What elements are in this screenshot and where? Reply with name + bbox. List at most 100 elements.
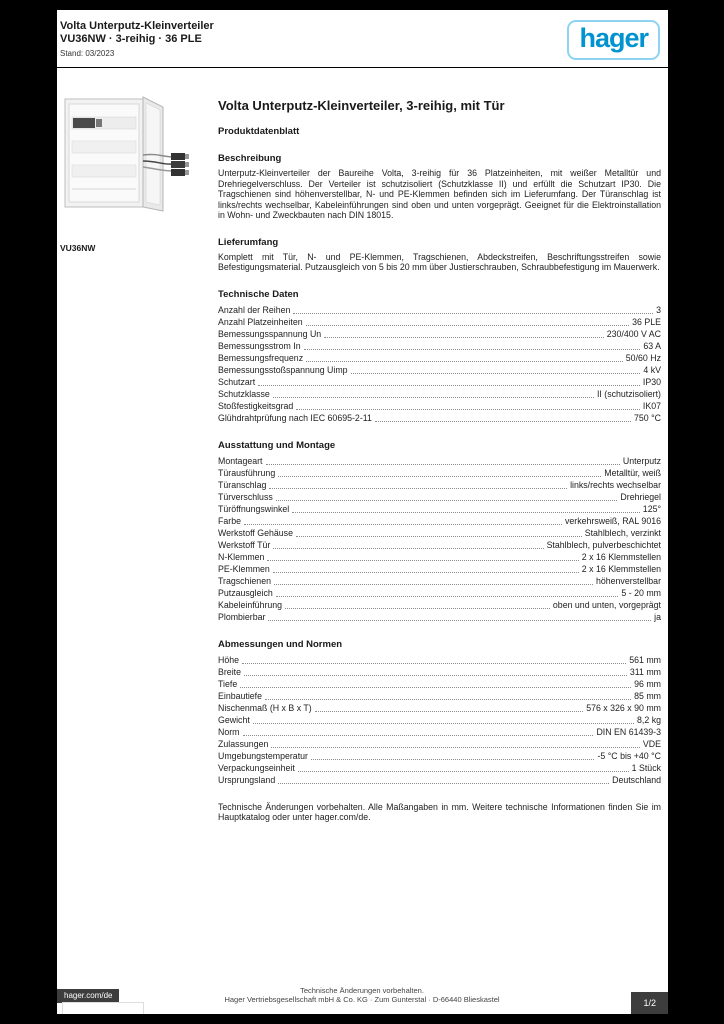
- datasheet-page: Volta Unterputz-Kleinverteiler VU36NW · …: [57, 10, 668, 1014]
- spec-label: Tragschienen: [218, 575, 271, 586]
- spec-label: Werkstoff Gehäuse: [218, 527, 293, 538]
- spec-value: Metalltür, weiß: [604, 467, 661, 478]
- spec-value: 2 x 16 Klemmstellen: [581, 563, 661, 574]
- dotted-leader: [269, 487, 568, 489]
- dotted-leader: [350, 372, 641, 374]
- spec-label: Bemessungsstrom In: [218, 340, 301, 351]
- dotted-leader: [296, 408, 640, 410]
- dotted-leader: [324, 336, 604, 338]
- dotted-leader: [278, 782, 610, 784]
- section-heading: Lieferumfang: [218, 236, 279, 248]
- spec-value: II (schutzisoliert): [596, 388, 661, 399]
- spec-row: Bemessungsstrom In 63 A: [218, 340, 661, 352]
- dotted-leader: [275, 595, 619, 597]
- spec-row: Breite 311 mm: [218, 666, 661, 678]
- dotted-leader: [258, 384, 640, 386]
- spec-value: 5 - 20 mm: [621, 587, 661, 598]
- product-photo: [59, 95, 192, 221]
- spec-label: Einbautiefe: [218, 690, 263, 701]
- spec-label: Bemessungsspannung Un: [218, 328, 322, 339]
- section-paragraph: Unterputz-Kleinverteiler der Baureihe Vo…: [218, 168, 661, 220]
- hager-logo-text: hager: [579, 23, 649, 53]
- section-heading: Beschreibung: [218, 153, 282, 164]
- dotted-leader: [243, 674, 627, 676]
- spec-label: N-Klemmen: [218, 551, 265, 562]
- section-heading: Abmessungen und Normen: [218, 638, 343, 650]
- dotted-leader: [285, 607, 550, 609]
- dotted-leader: [305, 324, 630, 326]
- spec-row: Bemessungsfrequenz 50/60 Hz: [218, 352, 661, 364]
- header-product-family: Volta Unterputz-Kleinverteiler: [60, 20, 214, 32]
- spec-label: Tiefe: [218, 678, 238, 689]
- spec-value: höhenverstellbar: [595, 575, 661, 586]
- spec-value: 36 PLE: [632, 316, 661, 327]
- spec-value: 1 Stück: [631, 762, 661, 773]
- spec-label: Montageart: [218, 455, 263, 466]
- enclosure-illustration: [64, 96, 189, 212]
- spec-label: Nischenmaß (H x B x T): [218, 702, 312, 713]
- page-subtitle: Produktdatenblatt: [218, 126, 300, 137]
- spec-value: VDE: [642, 738, 661, 749]
- section-heading: Technische Daten: [218, 288, 299, 300]
- spec-label: Stoßfestigkeitsgrad: [218, 400, 294, 411]
- dotted-leader: [303, 348, 641, 350]
- spec-label: Farbe: [218, 515, 241, 526]
- product-reference: VU36NW: [60, 243, 96, 253]
- spec-value: IK07: [642, 400, 661, 411]
- spec-value: Stahlblech, verzinkt: [584, 527, 661, 538]
- spec-value: 125°: [642, 503, 661, 514]
- dotted-leader: [268, 619, 652, 621]
- spec-value: ja: [654, 611, 661, 622]
- dotted-leader: [265, 698, 632, 700]
- spec-label: Türöffnungswinkel: [218, 503, 290, 514]
- dotted-leader: [242, 734, 594, 736]
- spec-label: Bemessungsfrequenz: [218, 352, 304, 363]
- spec-label: PE-Klemmen: [218, 563, 270, 574]
- page-number: 1/2: [631, 992, 668, 1014]
- page-title: Volta Unterputz-Kleinverteiler, 3-reihig…: [218, 98, 505, 113]
- dotted-leader: [272, 571, 579, 573]
- spec-label: Schutzart: [218, 376, 256, 387]
- dotted-leader: [297, 770, 629, 772]
- dotted-leader: [242, 662, 627, 664]
- spec-value: 4 kV: [643, 364, 661, 375]
- spec-label: Norm: [218, 726, 240, 737]
- spec-value: 63 A: [643, 340, 661, 351]
- spec-value: Drehriegel: [620, 491, 661, 502]
- header-product-reference: VU36NW · 3-reihig · 36 PLE: [60, 33, 202, 45]
- spec-label: Putzausgleich: [218, 587, 273, 598]
- dotted-leader: [292, 511, 640, 513]
- spec-row: PE-Klemmen 2 x 16 Klemmstellen: [218, 563, 661, 575]
- spec-value: 50/60 Hz: [625, 352, 661, 363]
- spec-label: Breite: [218, 666, 241, 677]
- spec-label: Ursprungsland: [218, 774, 276, 785]
- spec-label: Kabeleinführung: [218, 599, 283, 610]
- dotted-leader: [278, 475, 602, 477]
- footer-imprint-line1: Technische Änderungen vorbehalten.: [300, 986, 424, 995]
- spec-value: Stahlblech, pulverbeschichtet: [546, 539, 661, 550]
- spec-value: 311 mm: [629, 666, 661, 677]
- page-header: Volta Unterputz-Kleinverteiler VU36NW · …: [60, 20, 662, 68]
- dotted-leader: [271, 746, 640, 748]
- spec-row: Nischenmaß (H x B x T) 576 x 326 x 90 mm: [218, 702, 661, 714]
- spec-value: Deutschland: [612, 774, 661, 785]
- dotted-leader: [295, 535, 582, 537]
- spec-value: 576 x 326 x 90 mm: [586, 702, 661, 713]
- footer-imprint: Technische Änderungen vorbehalten. Hager…: [197, 986, 527, 1004]
- spec-value: 96 mm: [634, 678, 661, 689]
- dotted-leader: [243, 523, 562, 525]
- spec-row: Werkstoff Gehäuse Stahlblech, verzinkt: [218, 527, 661, 539]
